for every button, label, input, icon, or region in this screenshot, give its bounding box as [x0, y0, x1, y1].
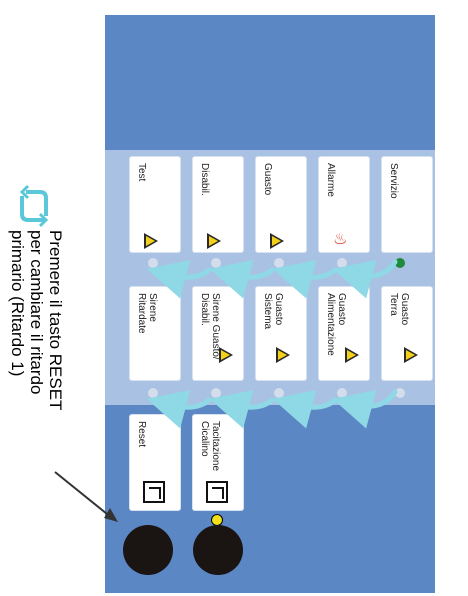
card-label: Guasto Sistema [262, 293, 284, 330]
warning-icon [270, 233, 284, 249]
card-label: Tacitazione Cicalino [199, 421, 221, 472]
pointer-line [54, 471, 113, 519]
pointer-arrowhead [104, 508, 118, 522]
card-sirene-ritardate: Sirene Ritardate [130, 287, 180, 380]
card-label: Guasto Alimentazione [325, 293, 347, 356]
card-label: Sirene Guasto/ Disabil. [199, 293, 221, 360]
card-disabil: Disabil. [193, 157, 243, 252]
card-guasto: Guasto [256, 157, 306, 252]
card-tacitazione: Tacitazione Cicalino [193, 415, 243, 510]
arrow-icon [146, 259, 212, 299]
arrow-icon [146, 389, 212, 429]
reset-knob[interactable] [123, 525, 173, 575]
card-label: Servizio [388, 163, 399, 199]
card-label: Allarme [325, 163, 336, 197]
arrow-icon [209, 259, 275, 299]
card-guasto-terra: Guasto Terra [382, 287, 432, 380]
arrow-icon [209, 389, 275, 429]
card-label: Guasto [262, 163, 273, 196]
card-label: Disabil. [199, 163, 210, 196]
card-servizio: Servizio [382, 157, 432, 252]
card-test: Test [130, 157, 180, 252]
led-servizio [395, 258, 405, 268]
reset-glyph-icon [19, 184, 49, 228]
reset-icon [143, 481, 165, 503]
silence-knob[interactable] [193, 525, 243, 575]
arrow-icon [272, 259, 338, 299]
warning-icon [276, 347, 290, 363]
card-label: Guasto Terra [388, 293, 410, 326]
card-allarme: Allarme ♨ [319, 157, 369, 252]
warning-icon [207, 233, 221, 249]
warning-icon [144, 233, 158, 249]
warning-icon [219, 347, 233, 363]
arrow-icon [272, 389, 338, 429]
reset-instruction-callout: Premere il tasto RESET per cambiare il r… [8, 230, 65, 411]
card-guasto-alimentazione: Guasto Alimentazione [319, 287, 369, 380]
warning-icon [404, 347, 418, 363]
card-label: Test [136, 163, 147, 182]
card-label: Sirene Ritardate [136, 293, 158, 334]
card-reset: Reset [130, 415, 180, 510]
arrow-icon [332, 389, 398, 429]
card-guasto-sistema: Guasto Sistema [256, 287, 306, 380]
led-tacitazione [212, 515, 222, 525]
warning-icon [345, 347, 359, 363]
fire-icon: ♨ [333, 231, 348, 248]
card-sirene-guasto: Sirene Guasto/ Disabil. [193, 287, 243, 380]
arrow-icon [332, 259, 398, 299]
buzzer-icon [206, 481, 228, 503]
led-guasto-terra [395, 388, 405, 398]
card-label: Reset [136, 421, 147, 448]
